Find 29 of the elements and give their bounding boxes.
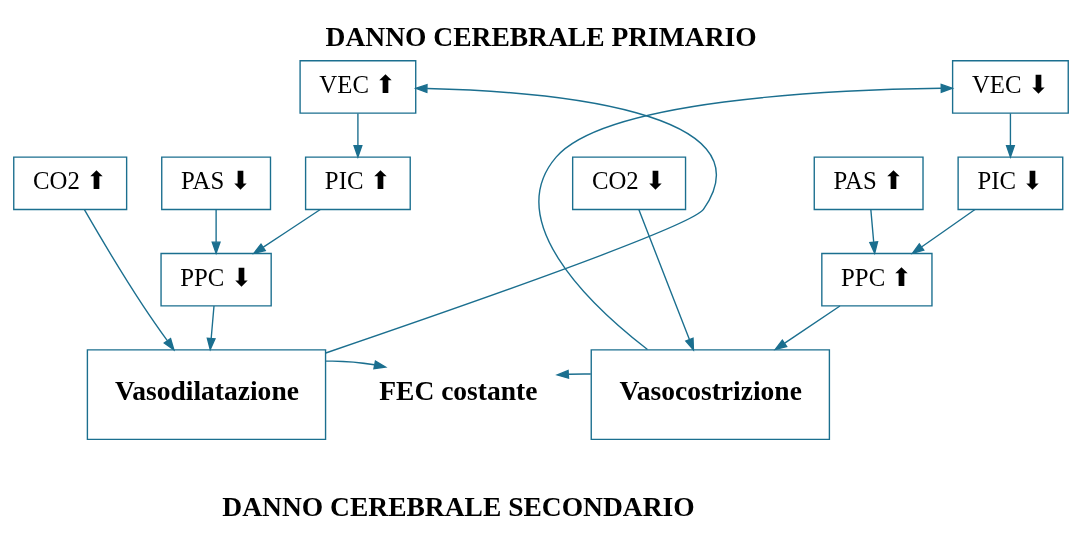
node-box: VEC ⬆: [299, 60, 417, 114]
node-box: CO2 ⬇: [571, 156, 687, 211]
arrow: [211, 209, 221, 256]
arrow: [638, 209, 695, 352]
node-box: PIC ⬆: [304, 156, 411, 211]
arrow: [1005, 112, 1016, 159]
arrow: [910, 208, 976, 255]
node-box: Vasodilatazione: [86, 349, 327, 441]
arrow: [868, 209, 879, 256]
caption: DANNO CEREBRALE SECONDARIO: [222, 491, 695, 523]
arrow: [325, 360, 388, 370]
node-box: PPC ⬇: [160, 252, 272, 307]
diagram-title: DANNO CEREBRALE PRIMARIO: [325, 20, 757, 52]
node-box: Vasocostrizione: [590, 349, 831, 441]
node-text: FEC costante: [379, 375, 538, 407]
arrow: [773, 305, 841, 351]
arrow: [83, 209, 176, 352]
node-box: PAS ⬆: [813, 156, 924, 211]
node-box: VEC ⬇: [951, 60, 1069, 114]
arrow: [555, 369, 592, 380]
node-box: CO2 ⬆: [13, 156, 128, 211]
arrow: [353, 112, 363, 159]
node-box: PPC ⬆: [821, 252, 933, 307]
arrow: [325, 83, 717, 354]
arrow: [206, 305, 217, 352]
arrow: [252, 208, 321, 255]
arrow: [538, 83, 955, 351]
node-box: PAS ⬇: [161, 156, 272, 211]
node-box: PIC ⬇: [957, 156, 1064, 211]
